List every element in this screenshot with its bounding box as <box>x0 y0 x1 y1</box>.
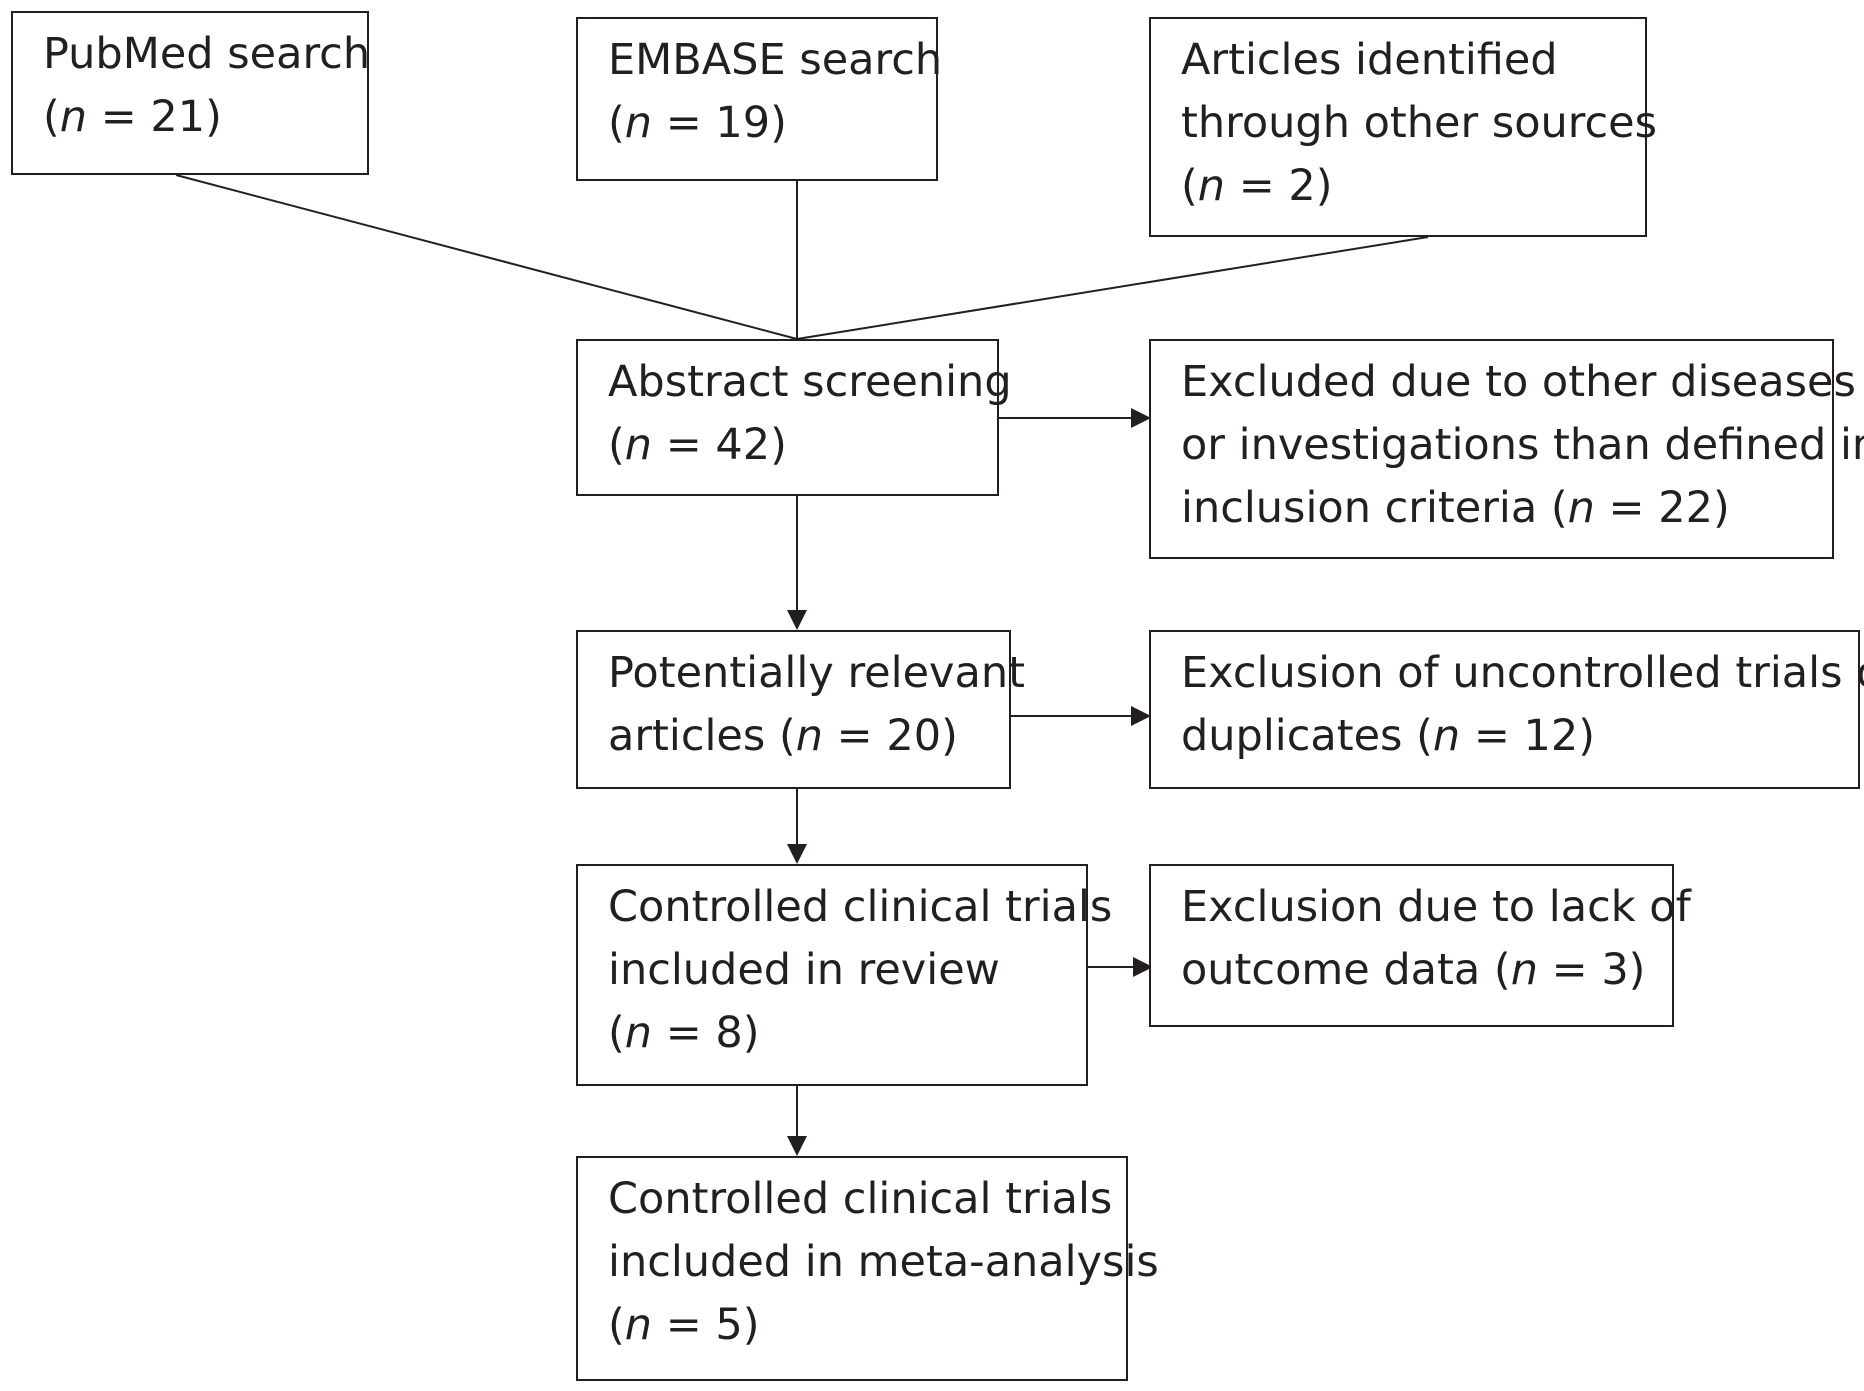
box-label-2: or investigations than defined in <box>1181 420 1864 470</box>
excluded-outcome-box: Exclusion due to lack of outcome data (n… <box>1149 864 1691 1027</box>
box-label: Controlled clinical trials <box>608 1174 1113 1224</box>
box-label: Excluded due to other diseases <box>1181 357 1856 407</box>
count-label: (n = 2) <box>1181 161 1333 211</box>
count-label: (n = 8) <box>608 1008 760 1058</box>
count-label: (n = 21) <box>43 92 222 142</box>
excluded-diseases-box: Excluded due to other diseases or invest… <box>1149 339 1864 559</box>
count-label: (n = 19) <box>608 98 787 148</box>
controlled-meta-box: Controlled clinical trials included in m… <box>576 1156 1159 1381</box>
count-label: duplicates (n = 12) <box>1181 711 1596 761</box>
potentially-relevant-box: Potentially relevant articles (n = 20) <box>576 630 1025 789</box>
count-label: (n = 42) <box>608 420 787 470</box>
box-label: Exclusion of uncontrolled trials or <box>1181 648 1864 698</box>
count-label: outcome data (n = 3) <box>1181 945 1646 995</box>
box-label-2: through other sources <box>1181 98 1658 148</box>
controlled-review-box: Controlled clinical trials included in r… <box>576 864 1113 1086</box>
count-label: (n = 5) <box>608 1300 760 1350</box>
embase-search-box: EMBASE search (n = 19) <box>576 17 943 181</box>
other-sources-box: Articles identified through other source… <box>1149 17 1658 237</box>
box-label: PubMed search <box>43 29 371 79</box>
box-label: Abstract screening <box>608 357 1012 407</box>
excluded-uncontrolled-box: Exclusion of uncontrolled trials or dupl… <box>1149 630 1864 789</box>
abstract-screening-box: Abstract screening (n = 42) <box>576 339 1012 496</box>
box-label-2: included in meta-analysis <box>608 1237 1159 1287</box>
connector-pubmed-to-screening <box>175 174 798 340</box>
box-label-2: included in review <box>608 945 1000 995</box>
pubmed-search-box: PubMed search (n = 21) <box>11 11 371 175</box>
connector-other-to-screening <box>796 236 1429 340</box>
count-label: inclusion criteria (n = 22) <box>1181 483 1730 533</box>
box-label: Exclusion due to lack of <box>1181 882 1691 932</box>
box-label: EMBASE search <box>608 35 943 85</box>
box-label: Potentially relevant <box>608 648 1025 698</box>
count-label: articles (n = 20) <box>608 711 958 761</box>
box-label: Controlled clinical trials <box>608 882 1113 932</box>
box-label: Articles identified <box>1181 35 1558 85</box>
